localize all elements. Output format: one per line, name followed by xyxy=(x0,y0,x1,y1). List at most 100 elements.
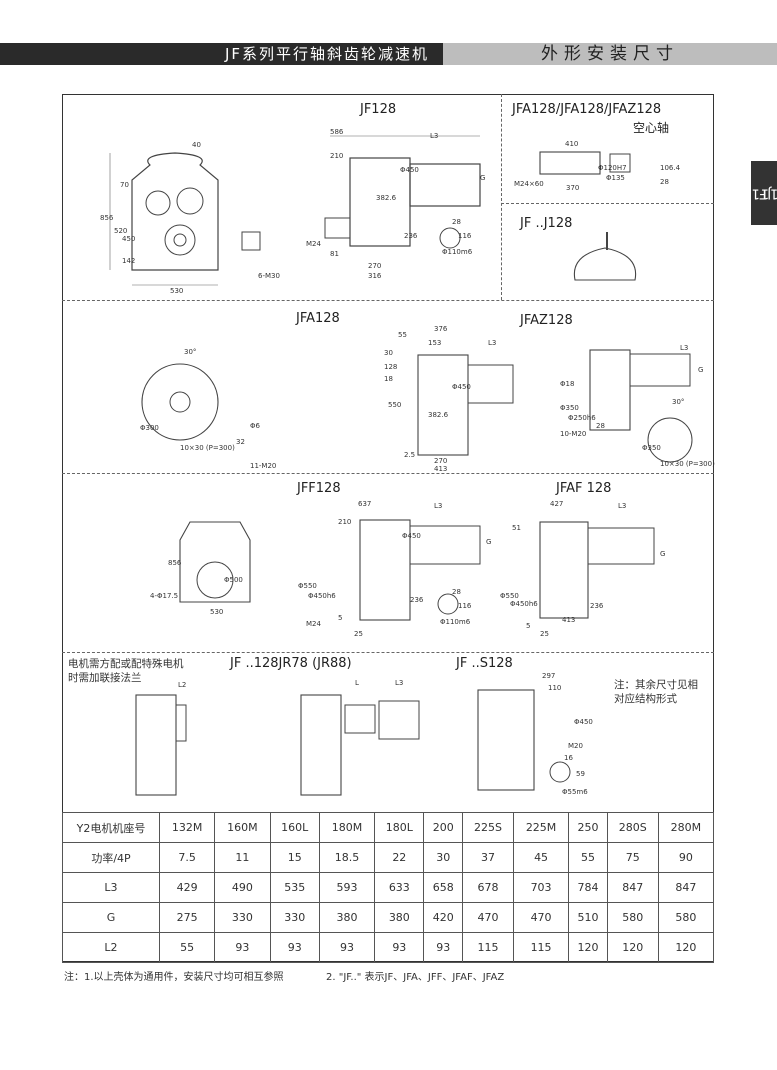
dim-label: Φ450h6 xyxy=(510,600,538,608)
dim-label: 81 xyxy=(330,250,339,258)
table-cell: 420 xyxy=(423,902,464,933)
dim-label: 410 xyxy=(565,140,578,148)
table-cell: 11 xyxy=(214,842,271,873)
table-cell: 18.5 xyxy=(318,842,376,873)
table-cell: 15 xyxy=(269,842,320,873)
dim-label: L3 xyxy=(430,132,438,140)
page-tab: JF 111 xyxy=(750,161,777,225)
dim-label: Φ450 xyxy=(402,532,421,540)
motor-note: 电机需方配或配特殊电机时需加联接法兰 xyxy=(68,658,184,684)
title-jr: JF ..128JR78 (JR88) xyxy=(230,656,352,671)
jfa128-flange-drawing: 30° Φ300 10×30 (P=300) 32 11-M20 Φ6 xyxy=(140,348,276,470)
table-cell: 115 xyxy=(462,932,514,963)
row-label: 功率/4P xyxy=(62,842,160,873)
table-cell: 490 xyxy=(214,872,271,903)
dim-label: 40 xyxy=(192,141,201,149)
dim-label: 376 xyxy=(434,325,448,333)
table-cell: 93 xyxy=(269,932,320,963)
dim-label: 6-M30 xyxy=(258,272,280,280)
dim-label: 382.6 xyxy=(428,411,449,419)
table-cell: 55 xyxy=(158,932,216,963)
dim-label: 270 xyxy=(434,457,447,465)
dim-label: Φ250h6 xyxy=(568,414,596,422)
dim-label: 297 xyxy=(542,672,555,680)
dim-label: M20 xyxy=(568,742,583,750)
dim-label: Φ350 xyxy=(642,444,661,452)
dim-label: 153 xyxy=(428,339,441,347)
jf128-side-drawing: 586 L3 210 Φ450 382.6 G 28 Φ110m6 116 M2… xyxy=(306,128,485,280)
dim-label: 110 xyxy=(548,684,561,692)
dim-label: Φ550 xyxy=(500,592,519,600)
dim-label: Φ500 xyxy=(224,576,243,584)
table-cell: 120 xyxy=(606,932,659,963)
table-cell: 847 xyxy=(657,872,715,903)
dim-label: Φ55m6 xyxy=(562,788,588,796)
table-cell: 120 xyxy=(568,932,608,963)
table-cell: 784 xyxy=(568,872,608,903)
dim-label: M24 xyxy=(306,240,321,248)
title-jfa128: JFA128 xyxy=(296,311,340,326)
table-cell: 115 xyxy=(512,932,570,963)
dim-label: 28 xyxy=(452,588,461,596)
row-label: L3 xyxy=(62,872,160,903)
dim-label: Φ110m6 xyxy=(442,248,473,256)
dim-label: 30° xyxy=(672,398,684,406)
divider-1 xyxy=(62,300,714,301)
dim-label: 382.6 xyxy=(376,194,397,202)
dim-label: 5 xyxy=(338,614,342,622)
title-jfaz128: JFAZ128 xyxy=(520,313,573,328)
dim-label: L3 xyxy=(488,339,496,347)
dim-label: Φ450 xyxy=(400,166,419,174)
section-title: 外形安装尺寸 xyxy=(443,43,777,65)
dim-label: 856 xyxy=(100,214,114,222)
table-cell: 580 xyxy=(657,902,715,933)
table-cell: 593 xyxy=(318,872,376,903)
table-cell: 93 xyxy=(423,932,464,963)
dim-label: 413 xyxy=(562,616,575,624)
jf128-front-drawing: 40 70 856 520 450 142 530 xyxy=(100,141,219,295)
dim-label: G xyxy=(486,538,491,546)
dim-label: 5 xyxy=(526,622,530,630)
jfaf128-drawing: 427 L3 51 G Φ550 Φ450h6 236 5 25 413 xyxy=(500,500,665,638)
title-jfaf128: JFAF 128 xyxy=(556,481,612,496)
jr-drawing: L L3 xyxy=(300,679,420,796)
dim-label: 637 xyxy=(358,500,371,508)
table-cell: 75 xyxy=(606,842,659,873)
table-cell: 120 xyxy=(657,932,715,963)
jff128-front-drawing: 856 4-Φ17.5 Φ500 530 xyxy=(150,521,251,616)
dim-label: Φ6 xyxy=(250,422,261,430)
table-col: 225S xyxy=(462,812,514,843)
dim-label: 530 xyxy=(170,287,183,295)
table-row: L2 55 93 93 93 93 93 115 115 120 120 120 xyxy=(62,932,715,963)
table-col: 250 xyxy=(568,812,608,843)
table-cell: 429 xyxy=(158,872,216,903)
dim-label: 2.5 xyxy=(404,451,415,459)
table-cell: 633 xyxy=(374,872,425,903)
footnote-1: 注：1.以上壳体为通用件，安装尺寸均可相互参照 xyxy=(64,972,284,983)
dim-label: 106.4 xyxy=(660,164,681,172)
table-cell: 678 xyxy=(462,872,514,903)
dim-label: G xyxy=(480,174,485,182)
dim-label: 316 xyxy=(368,272,382,280)
table-cell: 658 xyxy=(423,872,464,903)
dimension-table: Y2电机机座号 132M 160M 160L 180M 180L 200 225… xyxy=(62,812,715,963)
hollow-shaft-drawing: 410 Φ120H7 Φ135 106.4 28 M24×60 370 xyxy=(514,140,681,192)
bolt-detail-drawing: 6-M30 xyxy=(241,231,280,280)
dim-label: 32 xyxy=(236,438,245,446)
table-cell: 847 xyxy=(606,872,659,903)
table-cell: 275 xyxy=(158,902,216,933)
series-title: JF系列平行轴斜齿轮减速机 xyxy=(0,43,443,65)
dim-label: 30° xyxy=(184,348,196,356)
jff128-side-drawing: 637 L3 210 Φ450 G Φ550 Φ450h6 236 28 Φ11… xyxy=(298,500,491,638)
table-cell: 93 xyxy=(318,932,376,963)
table-col: 225M xyxy=(512,812,570,843)
table-cell: 380 xyxy=(318,902,376,933)
other-note: 注：其余尺寸见相对应结构形式 xyxy=(614,679,698,705)
table-cell: 37 xyxy=(462,842,514,873)
table-cell: 93 xyxy=(374,932,425,963)
dim-label: 10-M20 xyxy=(560,430,586,438)
j128-drawing xyxy=(573,232,637,281)
dim-label: M24 xyxy=(306,620,321,628)
table-header-row: Y2电机机座号 132M 160M 160L 180M 180L 200 225… xyxy=(62,812,715,843)
dim-label: Φ450 xyxy=(452,383,471,391)
